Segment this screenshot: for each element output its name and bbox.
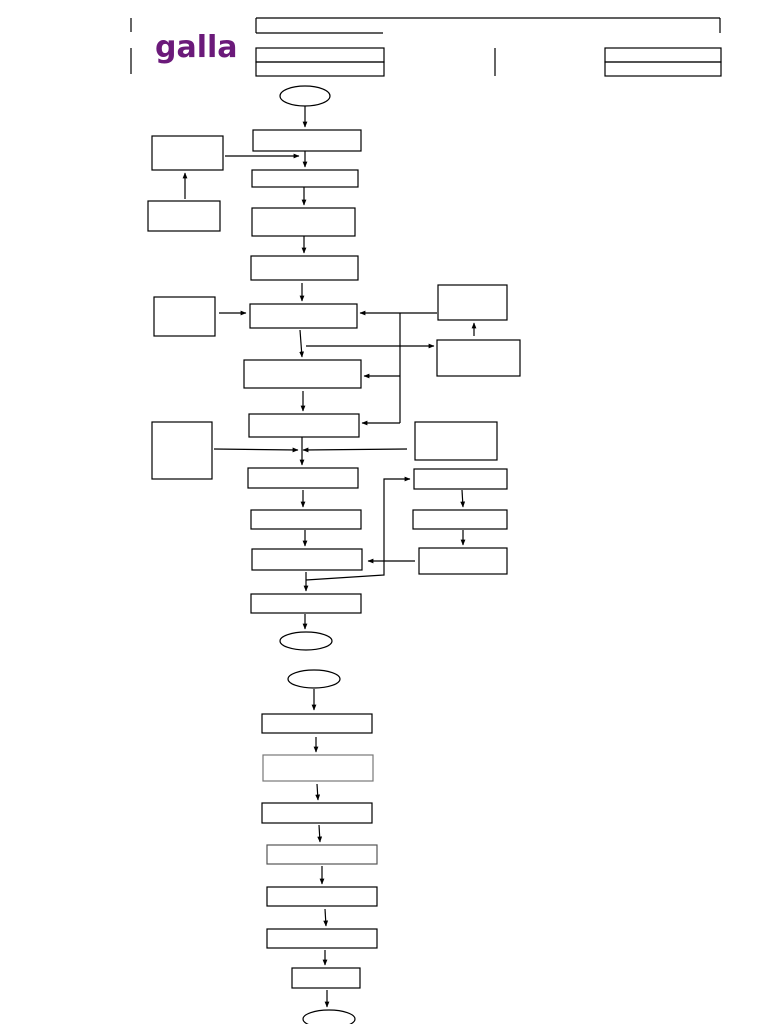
- side-input-box: [151, 421, 213, 480]
- process-box: [266, 844, 378, 865]
- connector-arrow: [323, 908, 329, 927]
- process-box: [248, 413, 360, 438]
- side-process-box: [413, 468, 508, 490]
- flowchart-two-connectors: [311, 689, 330, 1008]
- side-process-box: [412, 509, 508, 530]
- process-box: [266, 886, 378, 907]
- header-field-box: [604, 61, 722, 77]
- process-box: [243, 359, 362, 389]
- side-output-box: [414, 421, 498, 461]
- connector-arrow: [213, 447, 299, 453]
- start-terminator: [279, 85, 331, 107]
- process-box: [262, 754, 374, 782]
- process-box: [266, 928, 378, 949]
- header-field-box: [255, 61, 385, 77]
- side-input-box: [151, 135, 224, 171]
- document-header: [130, 17, 722, 77]
- connector-arrow: [305, 476, 411, 581]
- end-terminator: [302, 1009, 356, 1024]
- process-box: [250, 255, 359, 281]
- side-input-box: [147, 200, 221, 232]
- flowchart-one-connectors: [182, 106, 477, 630]
- process-box: [249, 303, 358, 329]
- connector-arrow: [299, 329, 304, 358]
- connector-arrow: [317, 824, 323, 843]
- process-box: [291, 967, 361, 989]
- process-box: [261, 713, 373, 734]
- connector-arrow: [460, 489, 466, 508]
- side-input-box: [153, 296, 216, 337]
- header-field-box: [255, 47, 385, 63]
- side-output-box: [436, 339, 521, 377]
- process-box: [247, 467, 359, 489]
- start-terminator: [287, 669, 341, 689]
- process-box: [250, 593, 362, 614]
- galla-logo: galla: [155, 30, 238, 65]
- process-box: [250, 509, 362, 530]
- process-box: [261, 802, 373, 824]
- process-box: [252, 129, 362, 152]
- process-box: [251, 169, 359, 188]
- process-box: [251, 548, 363, 571]
- end-terminator: [279, 631, 333, 651]
- side-output-box: [437, 284, 508, 321]
- header-field-box: [604, 47, 722, 63]
- connector-arrow: [302, 447, 408, 453]
- side-process-box: [418, 547, 508, 575]
- flowchart-two: [261, 669, 378, 1024]
- flowchart-one: [147, 85, 521, 651]
- connector-arrow: [315, 783, 321, 801]
- process-box: [251, 207, 356, 237]
